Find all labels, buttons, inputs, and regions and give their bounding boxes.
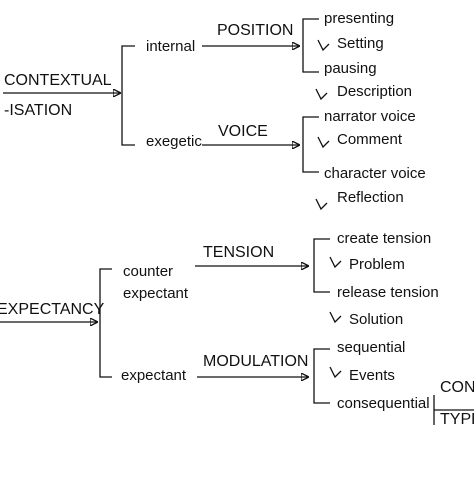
voice-bracket [302,116,319,173]
counter-feature-line2: expectant [123,285,189,302]
position-system: POSITION [217,22,294,39]
expectant-feature: expectant [121,367,187,384]
option-problem: Problem [349,256,405,273]
modulation-bracket [313,348,330,404]
partial-system-line2: TYPE [440,411,474,428]
expectancy-root: EXPECTANCY [0,301,105,318]
events-hook [329,366,342,379]
comment-hook [317,136,330,149]
option-sequential: sequential [337,339,406,356]
partial-bracket [433,395,474,425]
problem-hook [329,256,342,269]
description-hook [315,88,328,101]
counter-feature-line1: counter [123,263,174,280]
position-bracket [302,18,319,73]
option-description: Description [337,83,413,100]
internal-feature: internal [146,38,196,55]
option-pausing: pausing [324,60,377,77]
option-events: Events [349,367,395,384]
exegetic-feature: exegetic [146,133,202,150]
contextual-root-line2: -ISATION [4,102,73,119]
solution-hook [329,311,342,324]
option-comment: Comment [337,131,403,148]
expectancy-bracket [99,268,112,378]
partial-system-line1: CON [440,379,474,396]
option-solution: Solution [349,311,404,328]
voice-system: VOICE [218,123,268,140]
option-consequential: consequential [337,395,430,412]
option-release-tension: release tension [337,284,439,301]
reflection-hook [315,198,328,211]
option-character-voice: character voice [324,165,426,182]
option-presenting: presenting [324,10,395,27]
contextual-root-line1: CONTEXTUAL [4,72,112,89]
contextual-bracket [121,45,135,146]
tension-system: TENSION [203,244,275,261]
option-narrator-voice: narrator voice [324,108,416,125]
modulation-system: MODULATION [203,353,309,370]
option-create-tension: create tension [337,230,432,247]
tension-bracket [313,238,330,293]
option-reflection: Reflection [337,189,404,206]
option-setting: Setting [337,35,384,52]
setting-hook [317,39,330,52]
